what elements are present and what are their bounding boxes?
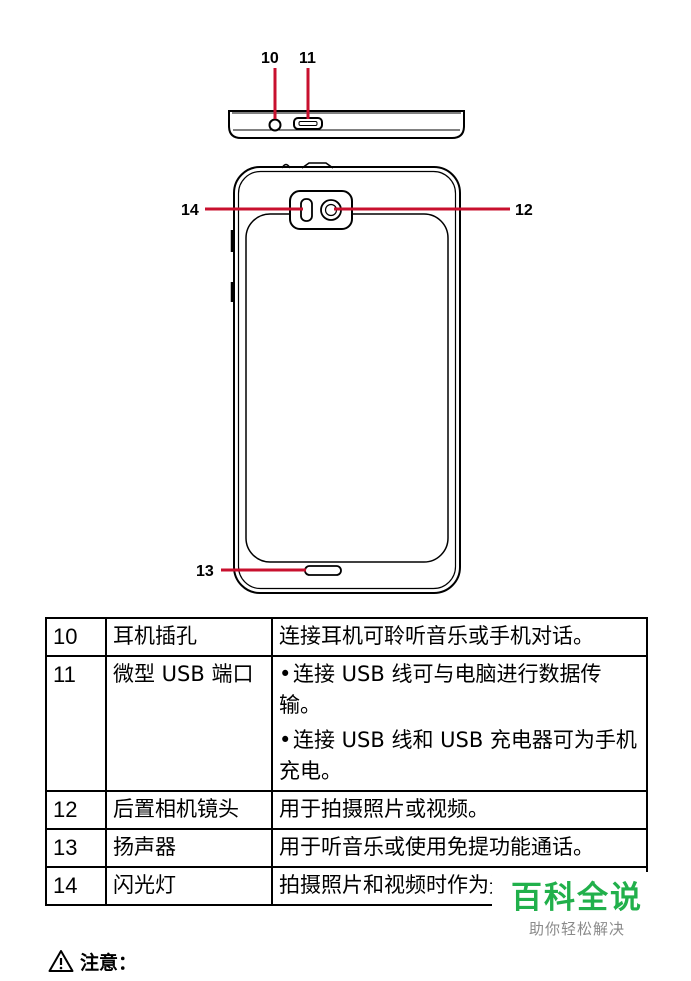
watermark-title: 百科全说 bbox=[511, 880, 643, 916]
part-description: •连接 USB 线可与电脑进行数据传输。 •连接 USB 线和 USB 充电器可… bbox=[271, 655, 648, 792]
part-number: 14 bbox=[45, 866, 107, 906]
part-name: 后置相机镜头 bbox=[105, 790, 273, 830]
headset-jack-icon bbox=[268, 118, 282, 132]
speaker-grille-icon bbox=[304, 565, 342, 576]
part-number: 13 bbox=[45, 828, 107, 868]
part-number: 12 bbox=[45, 790, 107, 830]
bullet-dot-icon: • bbox=[279, 662, 292, 686]
watermark-subtitle: 助你轻松解决 bbox=[528, 920, 625, 938]
usb-port-icon bbox=[293, 117, 323, 130]
bullet-dot-icon: • bbox=[279, 728, 292, 752]
callout-10: 10 bbox=[261, 50, 279, 67]
table-row: 13 扬声器 用于听音乐或使用免提功能通话。 bbox=[45, 828, 648, 868]
note-heading: 注意： bbox=[48, 946, 137, 976]
parts-table: 10 耳机插孔 连接耳机可聆听音乐或手机对话。 11 微型 USB 端口 •连接… bbox=[45, 617, 648, 906]
part-number: 10 bbox=[45, 617, 107, 657]
callout-12: 12 bbox=[515, 202, 533, 219]
part-name: 微型 USB 端口 bbox=[105, 655, 273, 792]
watermark-logo: 百科全说 助你轻松解决 bbox=[492, 872, 662, 956]
callout-13: 13 bbox=[196, 563, 214, 580]
leader-lines bbox=[205, 68, 510, 572]
table-row: 12 后置相机镜头 用于拍摄照片或视频。 bbox=[45, 790, 648, 830]
table-row: 11 微型 USB 端口 •连接 USB 线可与电脑进行数据传输。 •连接 US… bbox=[45, 655, 648, 792]
part-description: 用于听音乐或使用免提功能通话。 bbox=[271, 828, 648, 868]
phone-diagram: 10 11 12 13 14 bbox=[181, 50, 533, 594]
phone-top-view bbox=[228, 110, 465, 139]
part-number: 11 bbox=[45, 655, 107, 792]
callout-11: 11 bbox=[299, 50, 316, 67]
table-row: 10 耳机插孔 连接耳机可聆听音乐或手机对话。 bbox=[45, 617, 648, 657]
part-description: 用于拍摄照片或视频。 bbox=[271, 790, 648, 830]
part-name: 耳机插孔 bbox=[105, 617, 273, 657]
warning-triangle-icon bbox=[48, 950, 74, 972]
part-description: 连接耳机可聆听音乐或手机对话。 bbox=[271, 617, 648, 657]
phone-back-view bbox=[230, 162, 461, 594]
part-name: 扬声器 bbox=[105, 828, 273, 868]
bullet-item: •连接 USB 线和 USB 充电器可为手机充电。 bbox=[279, 725, 640, 787]
part-name: 闪光灯 bbox=[105, 866, 273, 906]
note-label: 注意： bbox=[80, 951, 138, 974]
callout-14: 14 bbox=[181, 202, 199, 219]
bullet-item: •连接 USB 线可与电脑进行数据传输。 bbox=[279, 659, 640, 721]
